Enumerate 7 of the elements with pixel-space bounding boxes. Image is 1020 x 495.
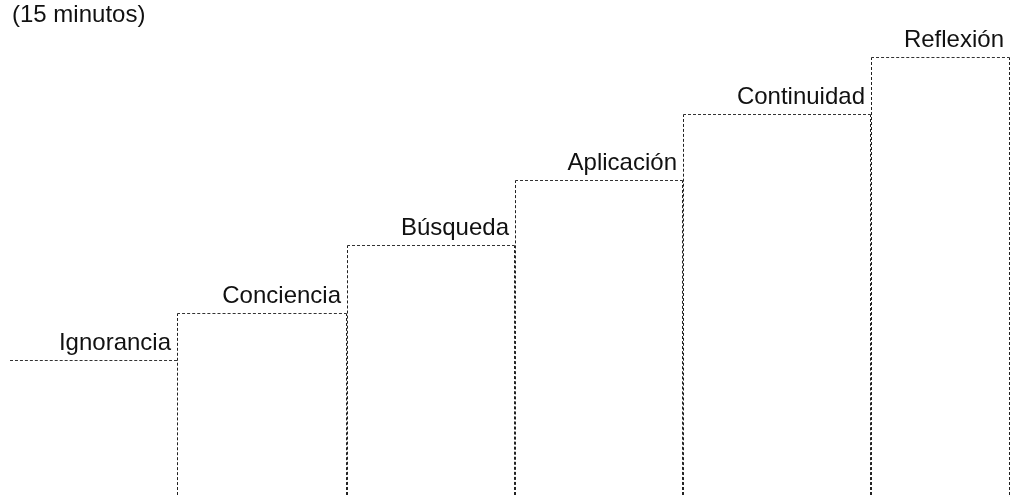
step-label: Continuidad [736,82,866,111]
step-label: Reflexión [903,25,1005,54]
step-label: Ignorancia [58,328,172,357]
step-label: Conciencia [222,281,342,310]
note-text: (15 minutos) [12,2,146,26]
step-label: Aplicación [567,148,678,177]
step-label: Búsqueda [400,213,510,242]
